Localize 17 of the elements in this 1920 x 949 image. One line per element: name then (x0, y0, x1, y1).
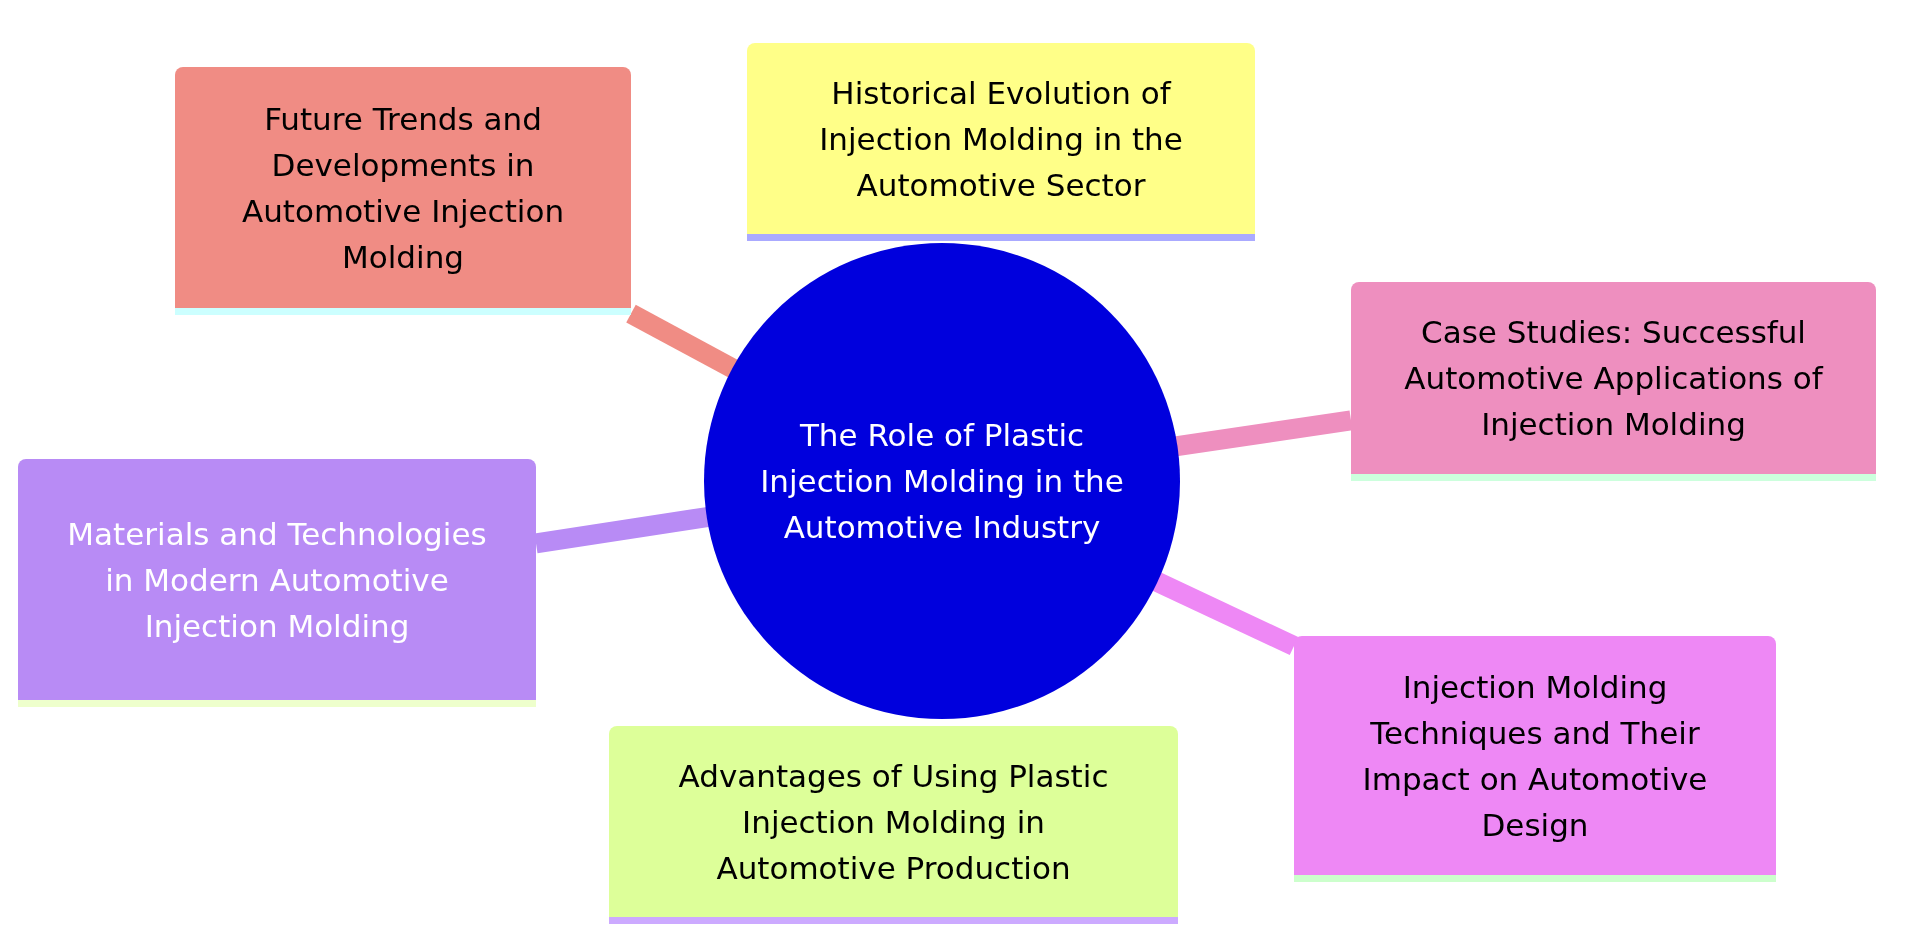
topic-box (1351, 282, 1876, 481)
topic-text: Historical Evolution of Injection Molding in the Automotive Sector (818, 73, 1184, 205)
connector-line (1151, 572, 1299, 656)
connector-line (1173, 410, 1353, 457)
topic-box (747, 43, 1255, 241)
topic-box (175, 67, 631, 315)
topic-box (609, 726, 1178, 924)
topic-text: Advantages of Using Plastic Injection Molding in Automotive Production (677, 756, 1110, 888)
topic-box (18, 459, 536, 707)
topic-text: The Role of Plastic Injection Molding in the Automotive Industry (759, 416, 1125, 547)
connector-line (534, 506, 711, 554)
topic-text: Materials and Technologies in Modern Automotive Injection Molding (66, 514, 488, 646)
topic-text: Case Studies: Successful Automotive Applications of Injection Molding (1403, 313, 1825, 444)
topic-box (1294, 636, 1776, 882)
topic-text: Injection Molding Techniques and Their Impact on Automotive Design (1361, 667, 1709, 845)
connector-line (626, 304, 739, 378)
topic-text: Future Trends and Developments in Automotive Injection Molding (240, 99, 566, 277)
